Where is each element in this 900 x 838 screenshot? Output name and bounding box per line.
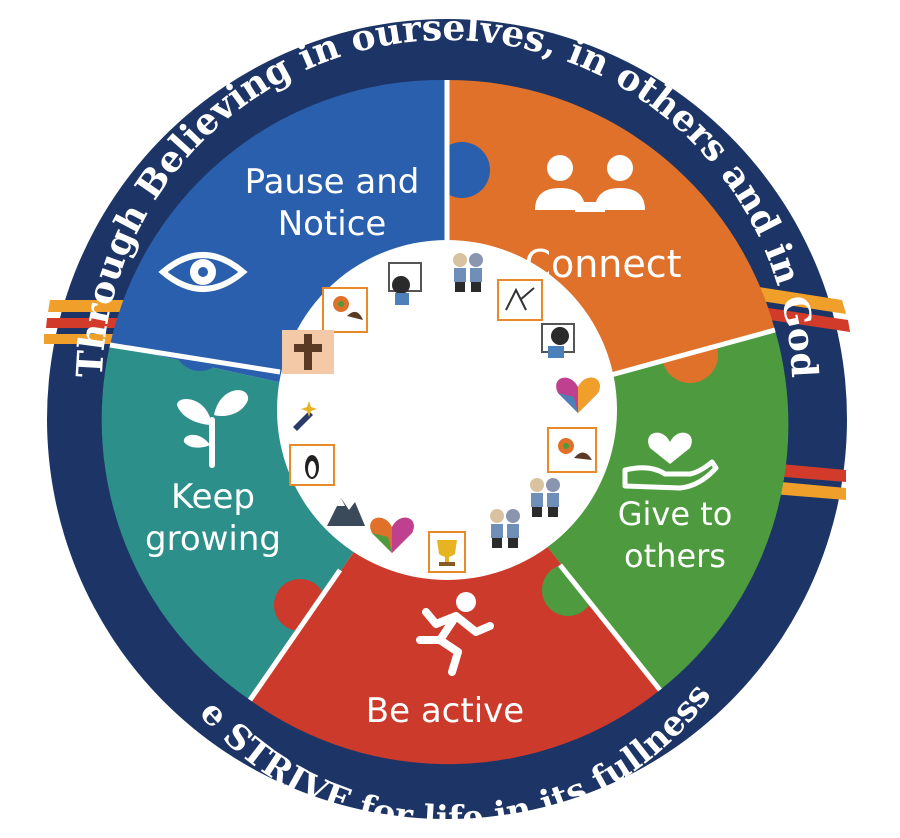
colorful-heart-icon	[556, 377, 600, 413]
children-pair-icon	[453, 253, 483, 292]
heart-in-hand-icon	[622, 432, 719, 491]
penguin-card-icon	[289, 444, 335, 486]
colorful-heart-icon	[370, 517, 414, 553]
pause-title-line2: Notice	[278, 204, 387, 244]
window-sketch-icon	[497, 279, 543, 321]
sparkle-hand-icon	[293, 401, 317, 431]
mountain-icon	[327, 498, 365, 526]
children-pair-icon	[490, 509, 520, 548]
trophy-icon	[428, 531, 466, 573]
growing-title-line2: growing	[145, 519, 281, 559]
give-title-line1: Give to	[618, 495, 733, 533]
segment-be-active[interactable]	[250, 419, 660, 765]
people-icon	[535, 155, 645, 212]
flower-card-icon	[547, 427, 597, 473]
segment-dividers	[109, 80, 776, 702]
running-person-icon	[416, 592, 494, 676]
flower-card-icon	[322, 287, 368, 333]
cross-icon	[282, 330, 334, 374]
eye-icon	[158, 252, 248, 292]
growing-title-line1: Keep	[171, 477, 255, 517]
girl-with-picture-icon	[388, 262, 422, 305]
girl-with-picture-icon	[541, 323, 575, 358]
sprout-icon	[177, 390, 249, 468]
children-pair-icon	[530, 478, 560, 517]
pause-title-line1: Pause and	[245, 162, 420, 202]
inner-icon-ring	[282, 253, 600, 573]
give-title-line2: others	[624, 537, 726, 575]
active-title: Be active	[366, 691, 524, 731]
